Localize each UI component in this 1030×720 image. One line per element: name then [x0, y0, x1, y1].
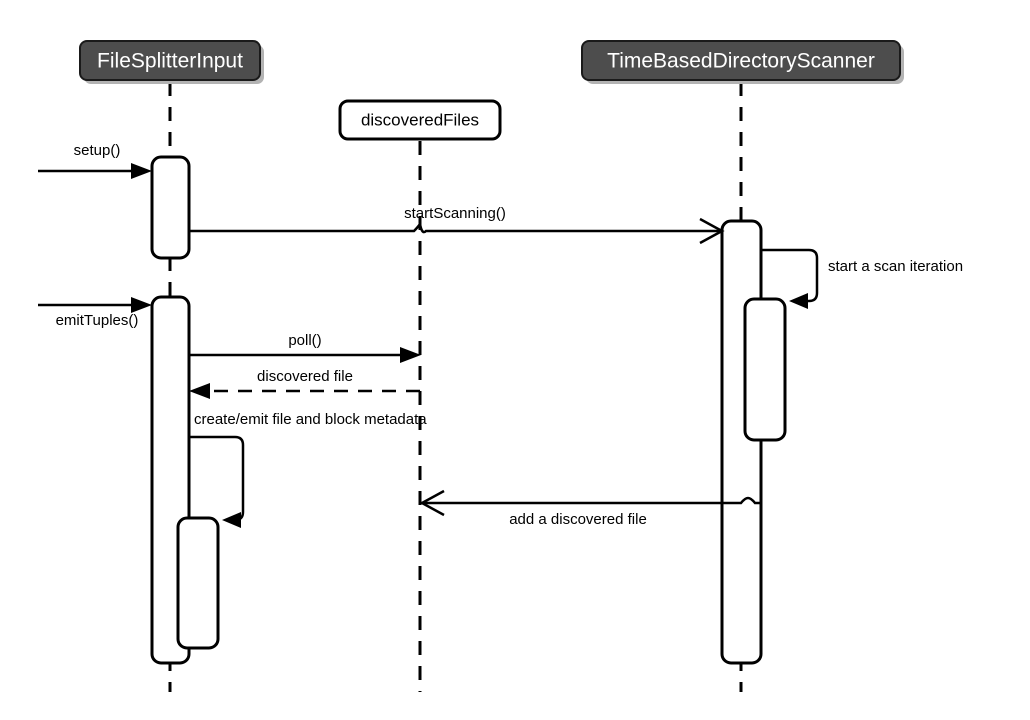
arrowhead-open-icon	[699, 217, 725, 245]
participant-timebaseddirectoryscanner[interactable]: TimeBasedDirectoryScanner	[581, 40, 904, 84]
message-label: discovered file	[257, 368, 353, 385]
message-label: poll()	[288, 332, 321, 349]
arrowhead-filled-icon	[789, 293, 808, 309]
message-poll[interactable]: poll()	[189, 332, 421, 363]
arrowhead-filled-icon	[189, 383, 210, 399]
message-label: startScanning()	[404, 205, 506, 222]
message-label: create/emit file and block metadata	[194, 411, 427, 428]
message-discovered-file-return[interactable]: discovered file	[189, 368, 420, 399]
arrowhead-open-icon	[419, 489, 445, 517]
message-add-discovered-file[interactable]: add a discovered file	[419, 489, 761, 528]
participant-discoveredfiles[interactable]: discoveredFiles	[338, 99, 502, 141]
participant-filesplitterinput[interactable]: FileSplitterInput	[79, 40, 264, 84]
message-label: start a scan iteration	[828, 258, 963, 275]
message-startscanning[interactable]: startScanning()	[189, 205, 725, 245]
message-line	[424, 496, 761, 505]
message-label: add a discovered file	[509, 511, 647, 528]
arrowhead-filled-icon	[222, 512, 241, 528]
message-label: emitTuples()	[56, 312, 139, 329]
message-line	[189, 220, 722, 234]
message-emittuples[interactable]: emitTuples()	[38, 297, 152, 329]
object-box	[338, 99, 502, 141]
arrowhead-filled-icon	[131, 297, 152, 313]
arrowhead-filled-icon	[400, 347, 421, 363]
message-line	[189, 435, 245, 522]
activation-timebaseddirectoryscanner-scan	[720, 219, 763, 665]
activation-timebaseddirectoryscanner-iteration	[743, 297, 787, 442]
participant-label: FileSplitterInput	[97, 50, 243, 73]
participant-box	[581, 40, 901, 81]
participant-label: TimeBasedDirectoryScanner	[607, 50, 875, 73]
message-label: setup()	[74, 142, 121, 159]
arrowhead-filled-icon	[131, 163, 152, 179]
object-label: discoveredFiles	[361, 110, 479, 129]
message-line	[761, 248, 819, 303]
message-setup[interactable]: setup()	[38, 142, 152, 179]
activation-filesplitterinput-nested	[176, 516, 220, 650]
activations-layer	[150, 155, 763, 665]
participant-box	[79, 40, 261, 81]
message-start-scan-iteration[interactable]: start a scan iteration	[761, 248, 963, 309]
message-create-emit-metadata[interactable]: create/emit file and block metadata	[189, 411, 427, 528]
activation-filesplitterinput-setup	[150, 155, 191, 260]
lifelines-layer	[168, 82, 743, 692]
